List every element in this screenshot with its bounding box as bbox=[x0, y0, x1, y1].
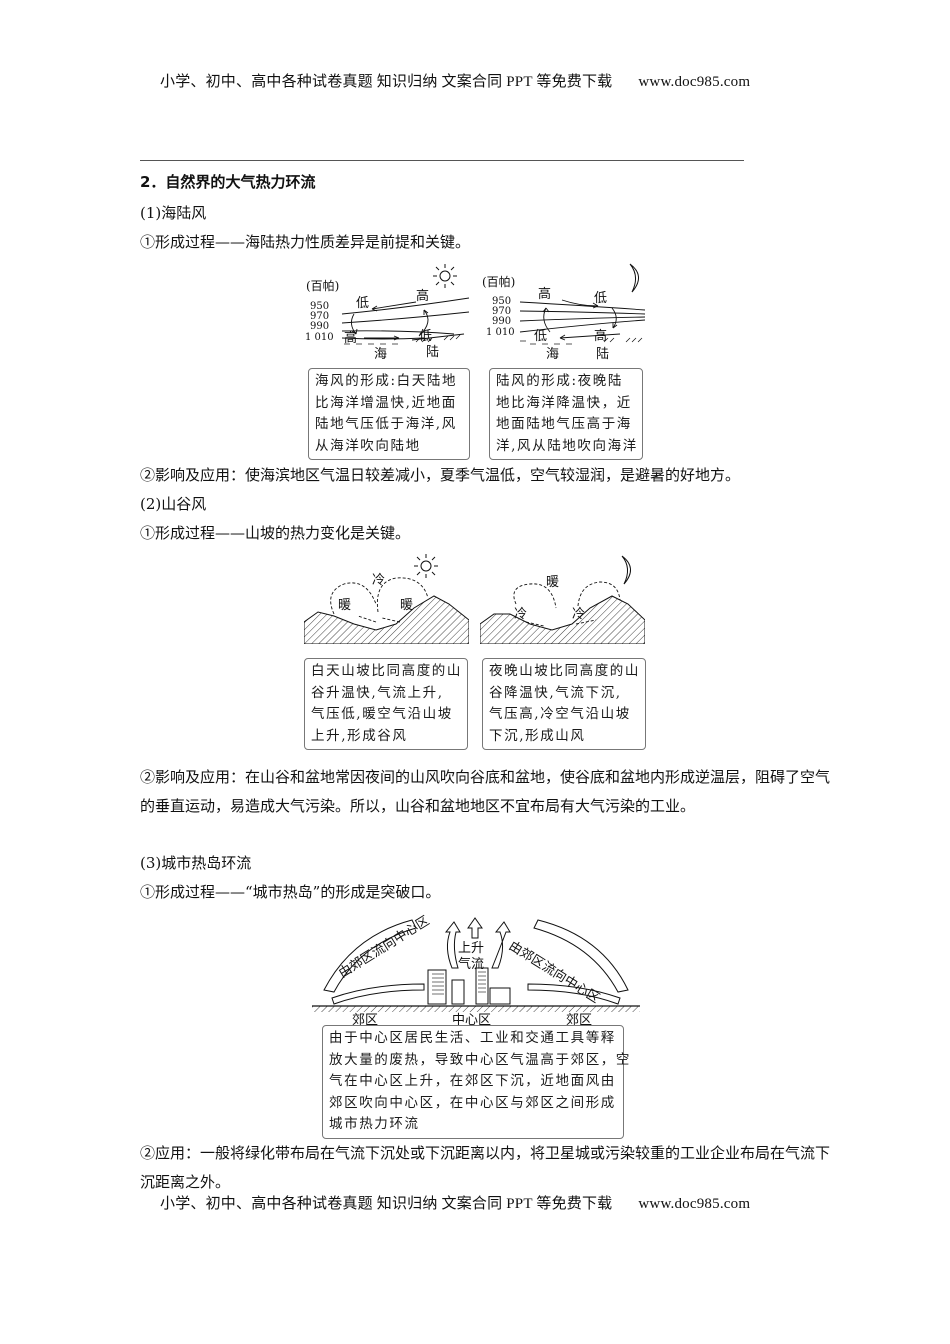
isobar-label: 970 bbox=[310, 311, 329, 322]
center-label: 中心区 bbox=[452, 1013, 491, 1026]
box-line: 陆地气压低于海洋,风 bbox=[315, 416, 457, 432]
box-line: 从海洋吹向陆地 bbox=[315, 437, 421, 454]
unit-label: (百帕) bbox=[482, 274, 515, 289]
box-line: 陆风的形成:夜晚陆 bbox=[496, 373, 623, 389]
box-line: 洋,风从陆地吹向海洋 bbox=[496, 437, 638, 454]
footer-watermark: 小学、初中、高中各种试卷真题 知识归纳 文案合同 PPT 等免费下载 www.do… bbox=[160, 1192, 750, 1213]
box-line: 郊区吹向中心区，在中心区与郊区之间形成 bbox=[329, 1094, 616, 1111]
box-line: 放大量的废热，导致中心区气温高于郊区，空 bbox=[329, 1051, 631, 1068]
suburb-label-right: 郊区 bbox=[566, 1012, 592, 1026]
footer-watermark-text: 小学、初中、高中各种试卷真题 知识归纳 文案合同 PPT 等免费下载 bbox=[160, 1196, 613, 1212]
footer-watermark-url: www.doc985.com bbox=[638, 1196, 751, 1212]
pressure-label: 高 bbox=[416, 288, 429, 304]
mountain-breeze-diagram: 暖 冷 冷 bbox=[480, 555, 645, 644]
urban-heat-explanation-box: 由于中心区居民生活、工业和交通工具等释 放大量的废热，导致中心区气温高于郊区，空… bbox=[322, 1025, 631, 1139]
sun-icon bbox=[433, 264, 457, 288]
isobar-label: 990 bbox=[310, 321, 329, 332]
isobar-label: 950 bbox=[310, 301, 329, 312]
box-line: 白天山坡比同高度的山 bbox=[311, 663, 462, 679]
sea-land-formation: ①形成过程——海陆热力性质差异是前提和关键。 bbox=[140, 233, 471, 251]
box-line: 夜晚山坡比同高度的山 bbox=[489, 663, 640, 679]
sea-land-heading: (1)海陆风 bbox=[140, 204, 207, 222]
sea-label: 海 bbox=[374, 347, 387, 362]
header-watermark-text: 小学、初中、高中各种试卷真题 知识归纳 文案合同 PPT 等免费下载 bbox=[160, 74, 613, 90]
isobar-label: 990 bbox=[492, 316, 511, 327]
land-breeze-diagram: (百帕) 950 970 990 1 010 高 低 低 高 海 陆 bbox=[482, 263, 646, 362]
rising-air-label: 气流 bbox=[458, 956, 484, 972]
sea-breeze-explanation-box: 海风的形成:白天陆地 比海洋增温快,近地面 陆地气压低于海洋,风 从海洋吹向陆地 bbox=[308, 368, 470, 460]
urban-heat-formation: ①形成过程——“城市热岛”的形成是突破口。 bbox=[140, 883, 441, 901]
box-line: 下沉,形成山风 bbox=[489, 727, 586, 744]
pressure-label: 低 bbox=[419, 329, 432, 344]
rising-air-label: 上升 bbox=[458, 941, 484, 956]
section-title: 2．自然界的大气热力环流 bbox=[140, 173, 316, 191]
box-line: 谷降温快,气流下沉, bbox=[489, 684, 622, 701]
isobar-label: 1 010 bbox=[305, 332, 334, 343]
land-breeze-explanation-box: 陆风的形成:夜晚陆 地比海洋降温快，近 地面陆地气压高于海 洋,风从陆地吹向海洋 bbox=[489, 368, 643, 460]
box-line: 地面陆地气压高于海 bbox=[496, 416, 632, 432]
land-label: 陆 bbox=[426, 344, 439, 360]
box-line: 上升,形成谷风 bbox=[311, 727, 408, 744]
temperature-label: 暖 bbox=[546, 575, 559, 590]
mountain-valley-impact: ②影响及应用：在山谷和盆地常因夜间的山风吹向谷底和盆地，使谷底和盆地内形成逆温层… bbox=[140, 768, 831, 815]
box-line: 由于中心区居民生活、工业和交通工具等释 bbox=[329, 1030, 616, 1046]
header-divider bbox=[140, 160, 744, 161]
box-line: 气在中心区上升，在郊区下沉，近地面风由 bbox=[329, 1073, 616, 1089]
header-watermark: 小学、初中、高中各种试卷真题 知识归纳 文案合同 PPT 等免费下载 www.do… bbox=[160, 70, 750, 91]
box-line: 城市热力环流 bbox=[329, 1116, 420, 1132]
temperature-label: 暖 bbox=[338, 598, 351, 613]
box-line: 气压高,冷空气沿山坡 bbox=[489, 706, 631, 722]
land-label: 陆 bbox=[596, 346, 609, 362]
pressure-label: 高 bbox=[538, 286, 551, 302]
sea-land-impact: ②影响及应用：使海滨地区气温日较差减小，夏季气温低，空气较湿润，是避暑的好地方。 bbox=[140, 466, 741, 484]
mountain-breeze-explanation-box: 夜晚山坡比同高度的山 谷降温快,气流下沉, 气压高,冷空气沿山坡 下沉,形成山风 bbox=[482, 658, 646, 750]
sun-icon bbox=[414, 554, 438, 578]
urban-heat-heading: (3)城市热岛环流 bbox=[140, 854, 252, 872]
header-watermark-url: www.doc985.com bbox=[638, 74, 751, 90]
valley-breeze-explanation-box: 白天山坡比同高度的山 谷升温快,气流上升, 气压低,暖空气沿山坡 上升,形成谷风 bbox=[304, 658, 468, 750]
box-line: 海风的形成:白天陆地 bbox=[315, 373, 458, 389]
suburb-label-left: 郊区 bbox=[352, 1012, 378, 1026]
isobar-label: 970 bbox=[492, 306, 511, 317]
sea-label: 海 bbox=[546, 347, 559, 362]
pressure-label: 高 bbox=[594, 328, 607, 344]
urban-heat-island-diagram: 由郊区流向中心区 由郊区流向中心区 上升 气流 郊区 中心区 郊区 bbox=[312, 913, 640, 1026]
sea-breeze-diagram: (百帕) 950 970 990 1 010 低 高 高 低 海 陆 bbox=[305, 264, 470, 362]
moon-icon bbox=[621, 555, 631, 585]
mountain-valley-heading: (2)山谷风 bbox=[140, 495, 207, 513]
temperature-label: 暖 bbox=[400, 598, 413, 613]
arc-label-left: 由郊区流向中心区 bbox=[336, 913, 433, 982]
mountain-valley-formation: ①形成过程——山坡的热力变化是关键。 bbox=[140, 524, 411, 542]
isobar-label: 950 bbox=[492, 296, 511, 307]
box-line: 谷升温快,气流上升, bbox=[311, 684, 444, 701]
temperature-label: 冷 bbox=[572, 607, 585, 622]
temperature-label: 冷 bbox=[372, 573, 385, 588]
pressure-label: 低 bbox=[356, 296, 369, 311]
urban-heat-application: ②应用：一般将绿化带布局在气流下沉处或下沉距离以内，将卫星城或污染较重的工业企业… bbox=[140, 1144, 831, 1191]
pressure-label: 低 bbox=[594, 291, 607, 306]
pressure-label: 低 bbox=[534, 329, 547, 344]
unit-label: (百帕) bbox=[306, 278, 339, 293]
box-line: 地比海洋降温快，近 bbox=[496, 394, 632, 411]
temperature-label: 冷 bbox=[514, 607, 527, 622]
valley-breeze-diagram: 冷 暖 暖 bbox=[304, 554, 469, 644]
box-line: 气压低,暖空气沿山坡 bbox=[311, 706, 453, 722]
isobar-label: 1 010 bbox=[486, 327, 515, 338]
moon-icon bbox=[629, 263, 639, 293]
box-line: 比海洋增温快,近地面 bbox=[315, 394, 457, 411]
pressure-label: 高 bbox=[344, 330, 357, 346]
